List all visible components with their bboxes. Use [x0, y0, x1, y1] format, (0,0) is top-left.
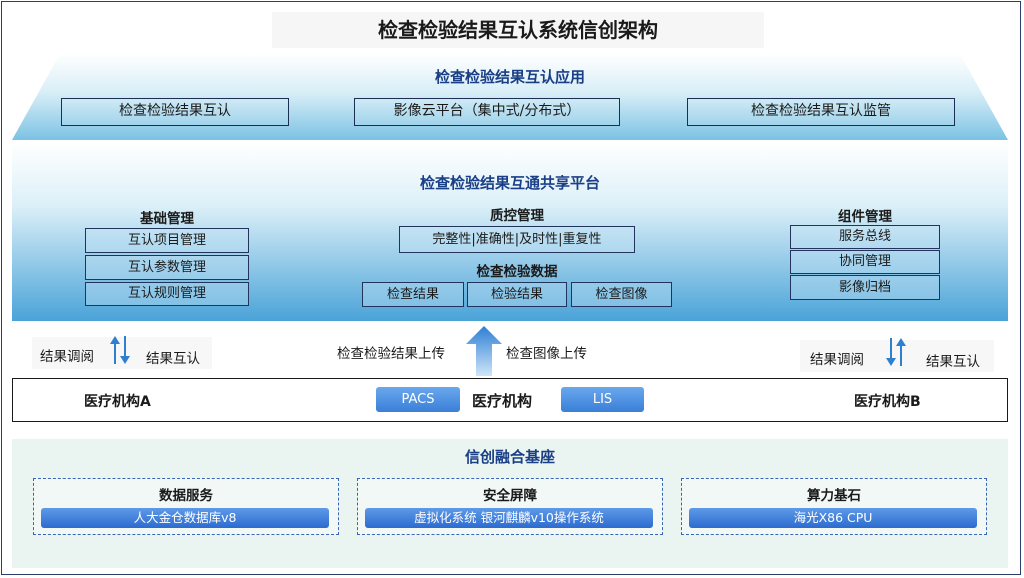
flow-right-recognition: 结果互认 — [926, 354, 980, 370]
basic-item-rule: 互认规则管理 — [85, 282, 249, 306]
platform-layer — [12, 143, 1008, 321]
exam-data-exam-result: 检查结果 — [362, 282, 464, 307]
component-item-service-bus: 服务总线 — [790, 225, 940, 249]
lis-pill: LIS — [561, 387, 644, 412]
institution-a-label: 医疗机构A — [84, 394, 151, 410]
medical-institution-row — [12, 378, 1008, 422]
page-title: 检查检验结果互认系统信创架构 — [272, 12, 764, 48]
exam-data-exam-image: 检查图像 — [571, 282, 672, 307]
exam-data-lab-result: 检验结果 — [467, 282, 567, 307]
flow-right-query: 结果调阅 — [810, 352, 864, 368]
data-service-title: 数据服务 — [159, 488, 213, 504]
app-item-recognition-supervision: 检查检验结果互认监管 — [687, 98, 955, 126]
data-service-item: 人大金仓数据库v8 — [41, 508, 329, 528]
institution-b-label: 医疗机构B — [854, 394, 921, 410]
security-item: 虚拟化系统 银河麒麟v10操作系统 — [365, 508, 653, 528]
flow-upload-images: 检查图像上传 — [506, 346, 587, 362]
flow-upload-results: 检查检验结果上传 — [337, 346, 445, 362]
compute-title: 算力基石 — [807, 488, 861, 504]
bidirectional-arrow-icon-right — [886, 338, 906, 366]
compute-item: 海光X86 CPU — [689, 508, 977, 528]
foundation-layer — [12, 439, 1008, 568]
basic-item-parameter: 互认参数管理 — [85, 255, 249, 280]
app-item-imaging-cloud: 影像云平台（集中式/分布式） — [354, 98, 620, 126]
foundation-layer-title: 信创融合基座 — [464, 448, 555, 466]
upload-arrow-icon — [466, 326, 502, 376]
quality-control-item: 完整性|准确性|及时性|重复性 — [399, 226, 635, 253]
pacs-pill: PACS — [376, 387, 460, 412]
flow-left-background — [32, 337, 212, 369]
component-item-image-archive: 影像归档 — [790, 275, 940, 300]
flow-left-query: 结果调阅 — [40, 349, 94, 365]
flow-left-recognition: 结果互认 — [146, 351, 200, 367]
platform-layer-title: 检查检验结果互通共享平台 — [419, 174, 600, 192]
component-management-title: 组件管理 — [838, 209, 892, 225]
bidirectional-arrow-icon-left — [110, 336, 130, 364]
institution-center-label: 医疗机构 — [472, 392, 533, 410]
component-item-collaboration: 协同管理 — [790, 250, 940, 274]
exam-data-title: 检查检验数据 — [476, 264, 558, 280]
security-title: 安全屏障 — [483, 488, 537, 504]
application-layer-title: 检查检验结果互认应用 — [434, 68, 585, 86]
app-item-exam-recognition: 检查检验结果互认 — [61, 98, 289, 126]
basic-item-project: 互认项目管理 — [85, 228, 249, 253]
basic-management-title: 基础管理 — [140, 211, 194, 227]
quality-control-title: 质控管理 — [490, 208, 544, 224]
